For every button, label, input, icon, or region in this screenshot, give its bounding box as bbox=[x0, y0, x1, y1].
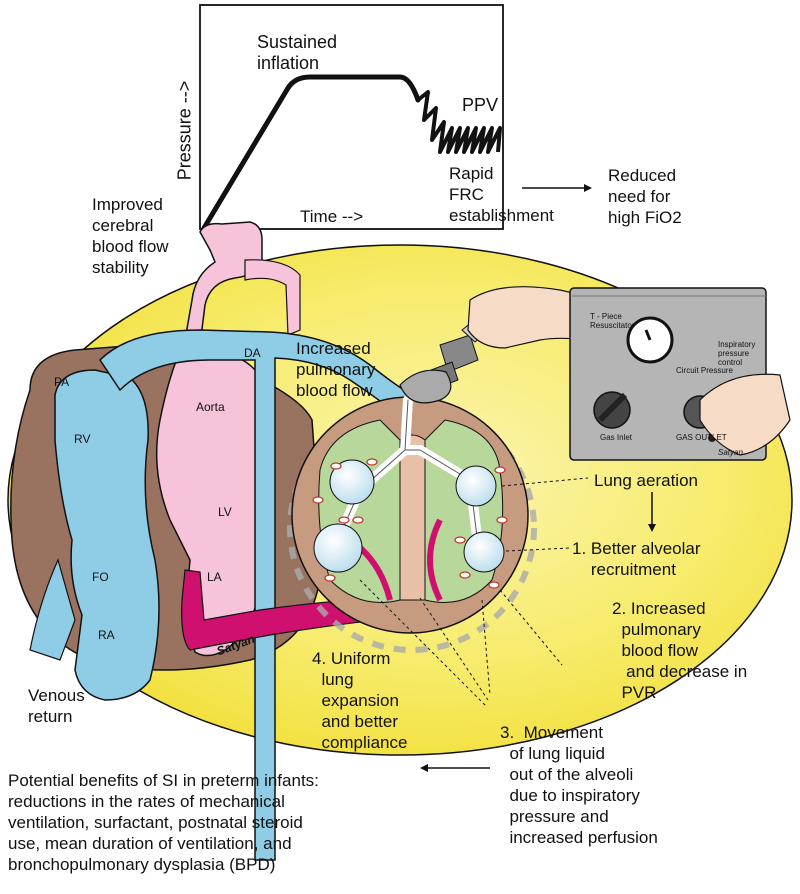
label-lv: LV bbox=[218, 505, 232, 519]
reduced-fio2-label: Reduced need for high FiO2 bbox=[608, 166, 682, 227]
lung-cross-section bbox=[287, 395, 537, 653]
label-rv: RV bbox=[74, 432, 91, 446]
device-signature: Satyan bbox=[718, 448, 743, 457]
cerebral-flow-label: Improved cerebral blood flow stability bbox=[92, 195, 169, 277]
ppv-label: PPV bbox=[462, 95, 499, 115]
label-la: LA bbox=[207, 570, 222, 584]
pressure-time-graph bbox=[199, 4, 504, 231]
device-circuit-pressure: Circuit Pressure bbox=[676, 366, 733, 375]
device-title: T - Piece Resuscitator bbox=[590, 312, 635, 330]
rapid-frc-label: Rapid FRC establishment bbox=[449, 164, 554, 225]
label-aorta: Aorta bbox=[196, 400, 225, 414]
label-ra: RA bbox=[98, 628, 115, 642]
graph-y-axis-label: Pressure --> bbox=[174, 80, 195, 181]
label-pa: PA bbox=[54, 375, 70, 389]
effect-3-movement: 3. Movement of lung liquid out of the al… bbox=[500, 723, 658, 847]
venous-return-label: Venous return bbox=[28, 686, 85, 726]
effect-2-pulmonary: 2. Increased pulmonary blood flow and de… bbox=[612, 599, 748, 702]
device-gas-inlet: Gas Inlet bbox=[600, 433, 633, 442]
benefits-text: Potential benefits of SI in preterm infa… bbox=[8, 771, 319, 874]
effect-1-alveolar: 1. Better alveolar recruitment bbox=[572, 539, 701, 579]
label-fo: FO bbox=[92, 570, 109, 584]
sustained-inflation-label: Sustained inflation bbox=[257, 32, 338, 73]
lung-aeration-label: Lung aeration bbox=[594, 471, 698, 490]
effect-4-uniform: 4. Uniform lung expansion and better com… bbox=[312, 649, 408, 752]
pulmonary-flow-label: Increased pulmonary blood flow bbox=[296, 339, 376, 400]
label-da: DA bbox=[244, 346, 261, 360]
device-gas-outlet: GAS OUTLET bbox=[676, 433, 727, 442]
device-pressure-control: Inspiratory pressure control bbox=[718, 340, 756, 367]
graph-x-axis-label: Time --> bbox=[300, 207, 364, 226]
